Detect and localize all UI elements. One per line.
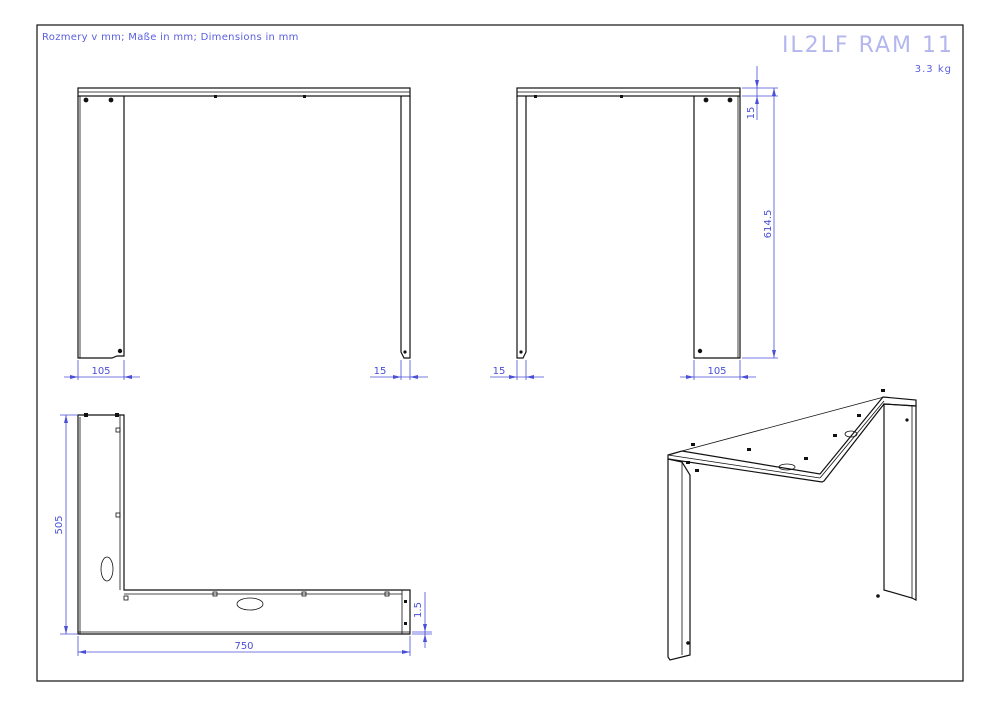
- cable-hole: [236, 597, 264, 611]
- dim-side-top-thickness: 15: [746, 107, 757, 120]
- units-note: Rozmery v mm; Maße in mm; Dimensions in …: [42, 32, 299, 43]
- dim-side-right-width: 105: [707, 366, 726, 377]
- front-view: 105 15: [64, 87, 428, 380]
- sheet-border: [36, 24, 964, 682]
- weight-label: 3.3 kg: [914, 64, 952, 75]
- dim-top-depth: 505: [54, 515, 65, 534]
- front-right-leg: [400, 96, 411, 359]
- isometric-view: [667, 389, 917, 661]
- cable-hole: [100, 556, 114, 582]
- drawing-title: IL2LF RAM 11: [781, 33, 954, 58]
- side-right-leg: [693, 96, 741, 359]
- side-view: 15 105 15 614.5: [490, 66, 778, 380]
- side-left-leg: [516, 96, 527, 359]
- dim-front-left-width: 105: [91, 366, 110, 377]
- dim-side-left-thickness: 15: [493, 366, 506, 377]
- iso-right-leg: [883, 403, 917, 601]
- dim-front-right-thickness: 15: [374, 366, 387, 377]
- iso-left-leg: [667, 458, 691, 661]
- front-left-leg: [77, 96, 125, 359]
- top-view: 505 750 1.5: [54, 413, 432, 656]
- dim-top-thickness: 1.5: [413, 602, 424, 618]
- top-view-outline: [77, 414, 411, 635]
- dim-side-height: 614.5: [763, 210, 774, 239]
- dim-top-length: 750: [234, 641, 253, 652]
